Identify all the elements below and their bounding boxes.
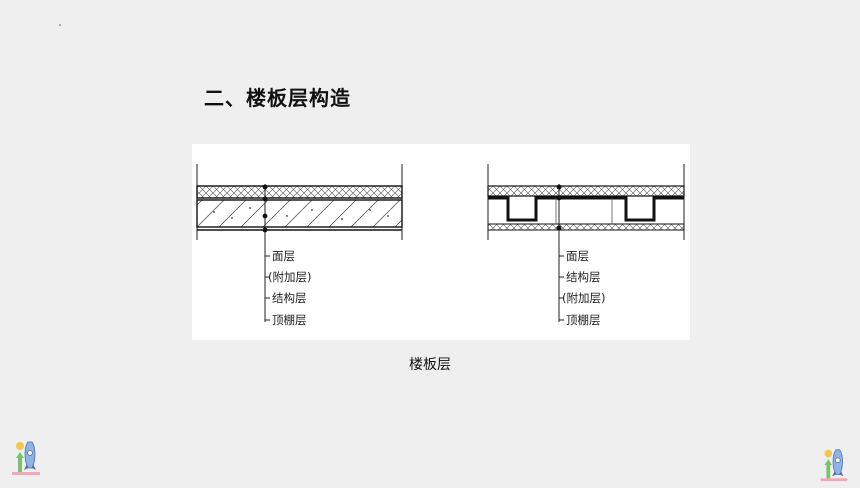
slide-title: 二、楼板层构造 — [204, 86, 351, 110]
floor-construction-figure: 面层 (附加层) 结构层 顶棚层 面层 结 — [192, 144, 690, 340]
right-label-ceiling: 顶棚层 — [566, 313, 601, 327]
left-label-additional: (附加层) — [268, 270, 311, 284]
left-label-ceiling: 顶棚层 — [272, 313, 307, 327]
decorative-dot — [59, 24, 61, 26]
figure-caption: 楼板层 — [409, 357, 451, 373]
right-label-surface: 面层 — [566, 249, 589, 263]
left-floor-section: 面层 (附加层) 结构层 顶棚层 — [196, 164, 403, 327]
right-floor-section: 面层 结构层 (附加层) 顶棚层 — [487, 164, 685, 327]
left-label-surface: 面层 — [272, 249, 295, 263]
right-label-structure: 结构层 — [566, 270, 601, 284]
right-label-additional: (附加层) — [562, 291, 605, 305]
rocket-icon — [818, 446, 850, 488]
rocket-icon — [10, 438, 42, 482]
left-label-structure: 结构层 — [272, 291, 307, 305]
